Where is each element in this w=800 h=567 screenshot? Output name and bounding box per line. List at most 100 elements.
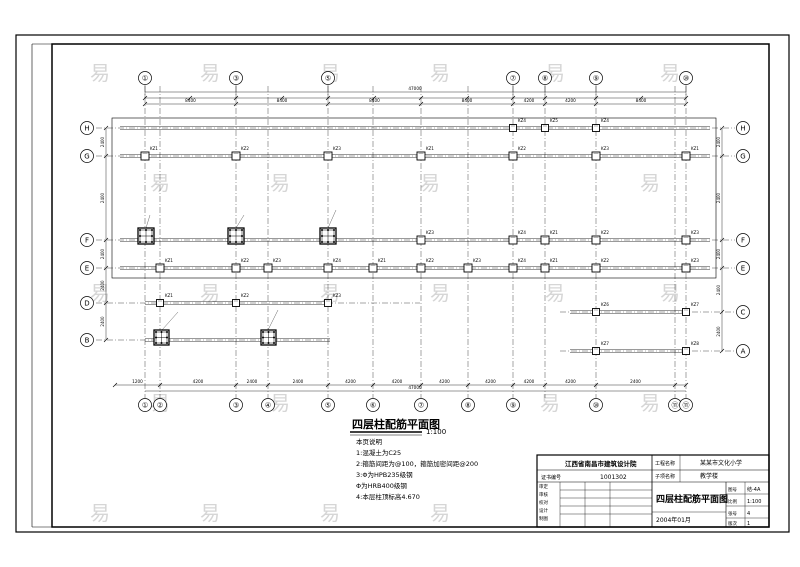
dim-tick (142, 101, 148, 107)
column (508, 263, 518, 273)
column (508, 151, 518, 161)
dim-tick (418, 382, 424, 388)
watermark-glyph: 易 (320, 281, 340, 305)
column (232, 299, 240, 307)
dim-label: 1200 (132, 379, 143, 384)
dim-tick (593, 382, 599, 388)
rebar-dot (151, 229, 153, 231)
sheet-value: 4 (747, 511, 750, 517)
column-tag: KZ2 (601, 258, 609, 263)
dim-label: 2400 (716, 136, 721, 147)
rebar-dot (262, 342, 264, 344)
dim-tick (542, 101, 548, 107)
column (463, 263, 473, 273)
axis-bubble (736, 261, 750, 275)
watermark-glyph: 易 (270, 391, 290, 415)
sheet-label: 张号 (728, 510, 737, 517)
axis-label: ⑤ (325, 402, 331, 410)
cert-label: 证书编号 (541, 474, 561, 481)
ver-label: 版次 (728, 520, 737, 527)
rebar-dot (229, 229, 231, 231)
axis-label: ⑪ (683, 402, 690, 410)
dim-tick (112, 382, 118, 388)
dim-label: 2400 (100, 248, 105, 259)
rebar-dot (273, 336, 275, 339)
dim-label: 2400 (716, 284, 721, 295)
axis-label: ⑧ (542, 75, 548, 83)
watermark-glyph: 易 (430, 61, 450, 85)
axis-bubble (366, 398, 380, 412)
axis-label: ⑥ (370, 402, 376, 410)
rebar-dot (267, 331, 270, 333)
dim-tick (719, 153, 725, 159)
drawing-no-label: 图号 (728, 487, 737, 493)
axis-bubble (153, 398, 167, 412)
axis-bubble (414, 398, 428, 412)
dim-tick (370, 382, 376, 388)
dim-label: 2400 (716, 326, 721, 337)
column (416, 235, 426, 245)
note-item: Φ为HRB400级钢 (356, 481, 407, 490)
subproject-name: 教学楼 (700, 472, 718, 480)
rebar-dot (327, 229, 329, 231)
axis-label: E (741, 265, 745, 273)
column (140, 151, 150, 161)
axis-label: E (85, 265, 89, 273)
row-label: 审定 (539, 483, 548, 490)
tb-drawing-title: 四层柱配筋平面图 (656, 493, 728, 505)
axis-label: A (741, 348, 746, 356)
column (324, 299, 332, 307)
dim-label: 4200 (485, 379, 496, 384)
dim-label: 8400 (277, 98, 288, 103)
rebar-dot (145, 229, 147, 231)
note-item: 4:本层柱顶标高4.670 (356, 492, 420, 501)
rebar-dot (151, 235, 153, 237)
dim-tick (187, 95, 193, 101)
scale-value: 1:100 (747, 499, 761, 505)
rebar-dot (229, 241, 231, 243)
column (541, 124, 549, 132)
dim-tick (638, 95, 644, 101)
column-tag: KZ3 (333, 146, 341, 151)
axis-bubble (80, 121, 94, 135)
dim-label: 4200 (565, 98, 576, 103)
drawing-no: 结-4A (747, 486, 761, 493)
dim-label: 2400 (100, 192, 105, 203)
axis-label: G (84, 153, 89, 161)
drawing-title-block: 四层柱配筋平面图 1:100 (350, 417, 446, 436)
axis-label: C (741, 309, 746, 317)
rebar-dot (327, 241, 329, 243)
column-tag: KZ7 (601, 341, 609, 346)
column (263, 263, 273, 273)
axis-bubble (261, 398, 275, 412)
dim-label: 2400 (100, 316, 105, 327)
dim-label: 4200 (524, 98, 535, 103)
dim-label: 47000 (408, 86, 422, 91)
watermark-glyph: 易 (90, 501, 110, 525)
axis-label: ⑨ (510, 402, 516, 410)
rebar-dot (160, 331, 163, 333)
leader-line (235, 214, 245, 229)
column-tag: KZ1 (165, 258, 173, 263)
dim-tick (719, 348, 725, 354)
dim-tick (418, 101, 424, 107)
row-label: 校对 (539, 499, 548, 506)
dim-label: 2400 (100, 136, 105, 147)
rebar-dot (155, 342, 157, 344)
column-tag: KZ4 (601, 118, 609, 123)
axis-bubble (138, 398, 152, 412)
column-tag: KZ2 (426, 258, 434, 263)
dim-tick (672, 382, 678, 388)
axis-label: H (84, 125, 89, 133)
axis-bubble (589, 398, 603, 412)
column (540, 235, 550, 245)
dim-label: 2400 (247, 379, 258, 384)
dim-tick (103, 300, 109, 306)
column (508, 235, 518, 245)
axis-label: ⑩ (683, 75, 689, 83)
dim-label: 2400 (100, 280, 105, 291)
column (231, 263, 241, 273)
beam-lines (111, 117, 717, 353)
column-tag: KZ3 (601, 146, 609, 151)
column-tag: KZ2 (241, 258, 249, 263)
